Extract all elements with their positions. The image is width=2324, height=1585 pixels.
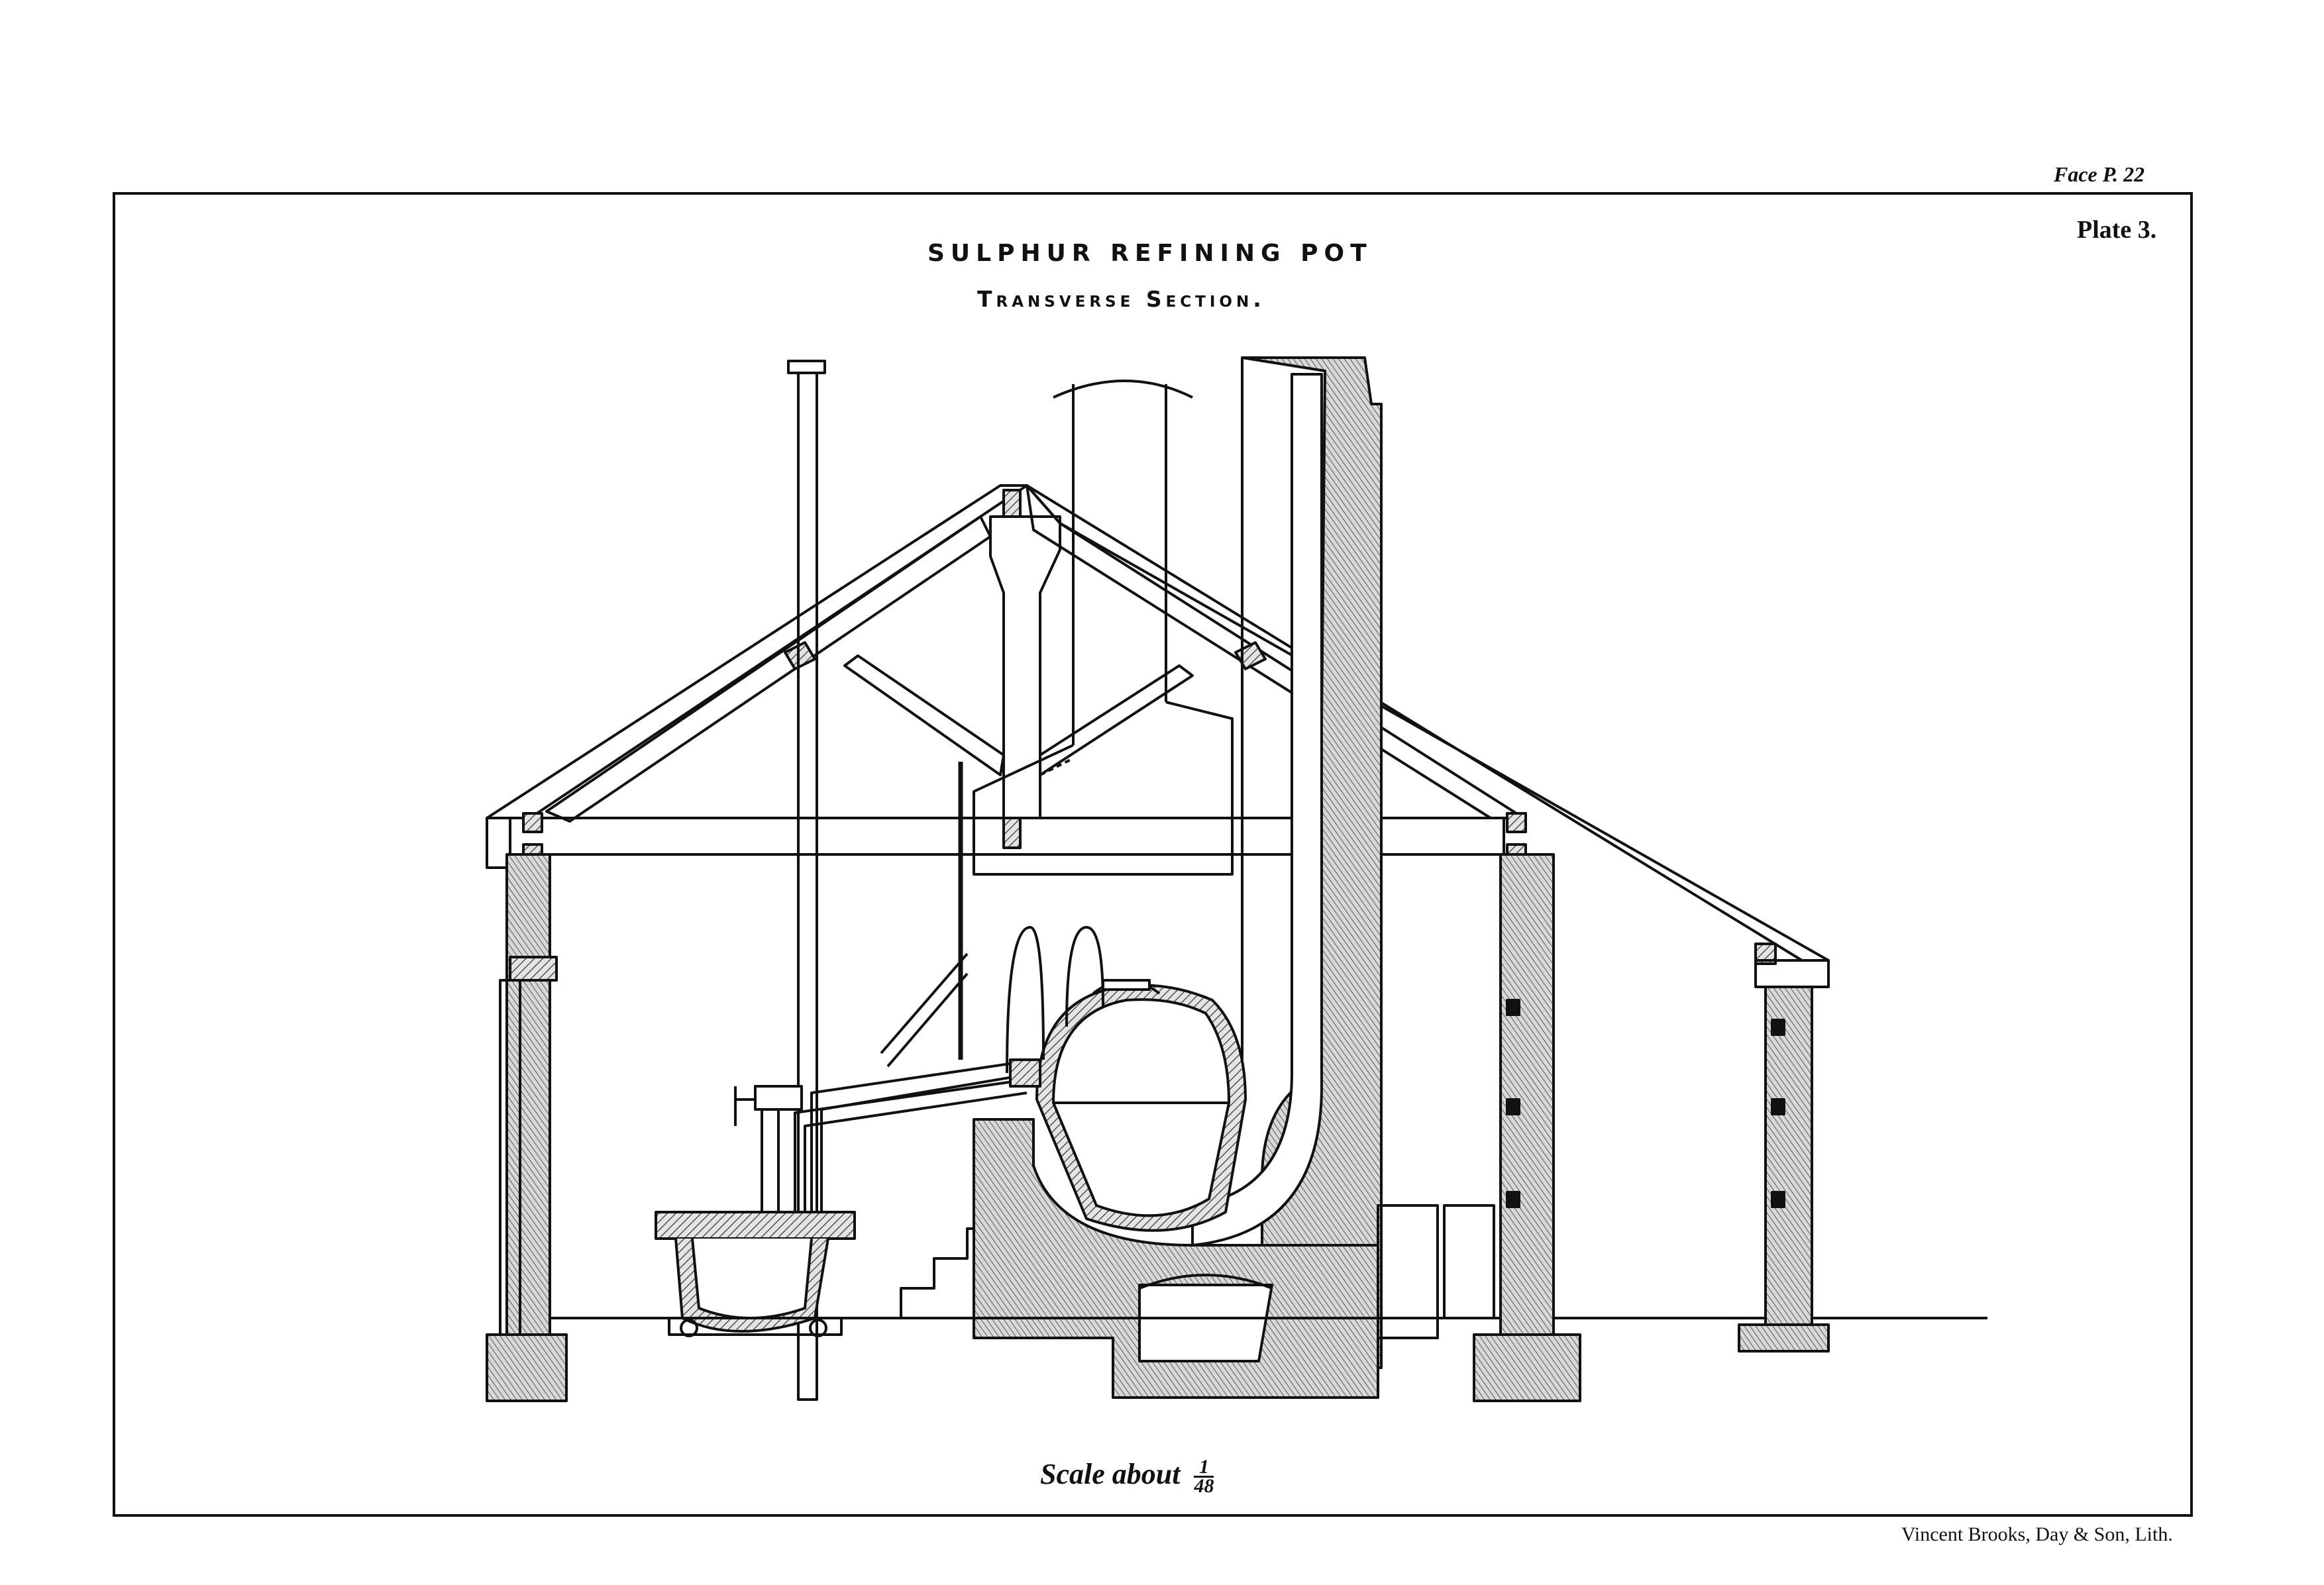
furnace-brickwork <box>973 1118 1439 1399</box>
vent-pipe <box>787 360 826 1401</box>
brick-chimney <box>1191 356 1383 1369</box>
face-page-label: Face P. 22 <box>2054 162 2145 186</box>
receiver-vessel <box>655 1211 856 1337</box>
scale-prefix: Scale about <box>1040 1458 1181 1490</box>
access-stairs <box>871 1227 974 1319</box>
scale-numerator: 1 <box>1194 1457 1214 1478</box>
refining-pot <box>1035 979 1247 1232</box>
condenser-pipe <box>794 926 1104 1232</box>
regulating-valve <box>734 1085 803 1232</box>
right-wall <box>1443 853 1581 1402</box>
roof-rafters <box>486 484 1830 962</box>
hood-flue <box>973 380 1234 876</box>
scale-denominator: 48 <box>1194 1475 1214 1498</box>
diagram-title: SULPHUR REFINING POT <box>927 240 1373 267</box>
diagram-subtitle: Transverse Section. <box>977 286 1265 312</box>
scale-fraction: 1 48 <box>1194 1457 1214 1498</box>
roof-struts <box>545 515 1194 823</box>
plate-border <box>113 192 2193 1517</box>
scale-note: Scale about 1 48 <box>1040 1457 1214 1498</box>
lithographer-credit: Vincent Brooks, Day & Son, Lith. <box>1901 1523 2173 1545</box>
plate-number: Plate 3. <box>2077 216 2157 244</box>
left-wall <box>486 853 568 1402</box>
lean-to-wall <box>1506 959 1830 1353</box>
